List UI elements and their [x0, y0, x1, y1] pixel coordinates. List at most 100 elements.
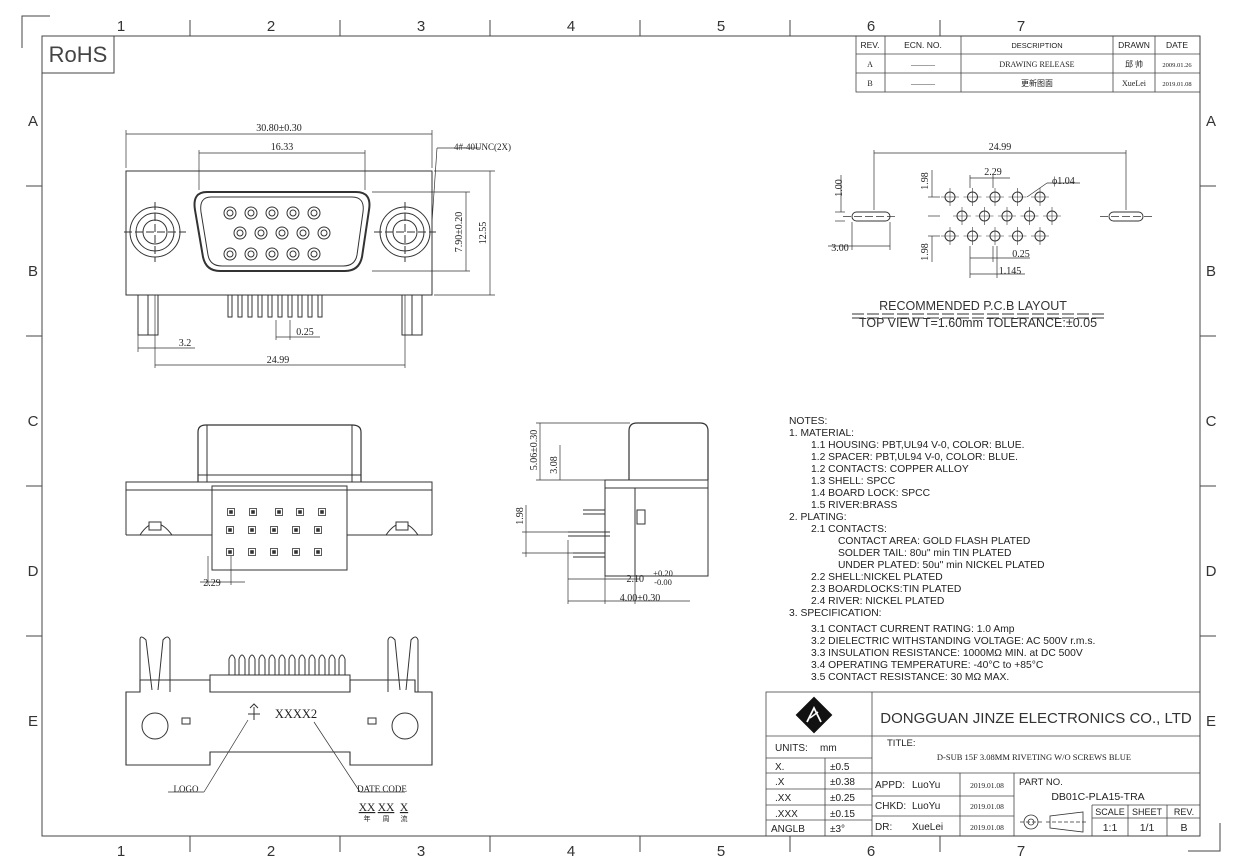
- side-dim-h2: 3.08: [549, 456, 560, 474]
- note-line: 1.5 RIVER:BRASS: [811, 500, 898, 511]
- zone-row-label: D: [28, 563, 39, 580]
- front-pin-array: [223, 206, 331, 261]
- side-flange: [604, 479, 709, 489]
- bottom-hole-left: [141, 712, 169, 740]
- bottom-solder-tails: [228, 654, 346, 675]
- company-logo-icon: [795, 696, 833, 734]
- side-dim-tail: 2.10: [627, 574, 645, 585]
- side-dim-tail-minus: -0.00: [654, 577, 672, 587]
- units-label: UNITS:: [775, 743, 808, 754]
- front-pin: [223, 247, 237, 261]
- note-line: 3.5 CONTACT RESISTANCE: 30 MΩ MAX.: [811, 672, 1009, 683]
- dr-date: 2019.01.08: [970, 823, 1004, 832]
- side-dim-h1: 5.06±0.30: [529, 430, 540, 471]
- front-pin-core: [257, 229, 265, 237]
- top-flange: [125, 481, 433, 491]
- rev-cell: 更新图面: [1021, 78, 1053, 88]
- side-view: [522, 422, 709, 604]
- front-pin: [223, 206, 237, 220]
- pcb-slot-right: [1108, 211, 1144, 222]
- sheet-label: SHEET: [1132, 807, 1163, 817]
- top-pin: [296, 508, 304, 516]
- note-line: 2.4 RIVER: NICKEL PLATED: [811, 596, 944, 607]
- rev-header: ECN. NO.: [904, 40, 942, 50]
- front-pin-core: [268, 209, 276, 217]
- pcb-dim-offset: 0.25: [1012, 249, 1030, 260]
- front-solder-tail: [307, 294, 313, 318]
- front-pin: [317, 226, 331, 240]
- pcb-dim-pitch: 2.29: [984, 167, 1002, 178]
- zone-row-label: C: [28, 413, 39, 430]
- note-line: CONTACT AREA: GOLD FLASH PLATED: [838, 536, 1030, 547]
- note-line: 3.2 DIELECTRIC WITHSTANDING VOLTAGE: AC …: [811, 636, 1095, 647]
- note-line: 1.3 SHELL: SPCC: [811, 476, 896, 487]
- front-pin: [307, 247, 321, 261]
- pcb-hole-array: [941, 188, 1061, 245]
- bottom-solder-tail: [328, 654, 336, 675]
- bottom-solder-tail: [248, 654, 256, 675]
- note-line: 2.2 SHELL:NICKEL PLATED: [811, 572, 943, 583]
- drawing-title: D-SUB 15F 3.08MM RIVETING W/O SCREWS BLU…: [937, 752, 1131, 762]
- front-solder-tail: [267, 294, 273, 318]
- top-shell-hood: [197, 424, 362, 482]
- zone-ticks: [26, 20, 1216, 852]
- top-pin-core: [229, 510, 233, 514]
- bottom-solder-tail: [268, 654, 276, 675]
- zone-col-label: 1: [117, 843, 125, 860]
- pcb-dim-span: 24.99: [989, 142, 1012, 153]
- zone-labels: 1 2 3 4 5 6 7 1 2 3 4 5 6 7 A B C D E A …: [28, 18, 1217, 860]
- note-line: 1.4 BOARD LOCK: SPCC: [811, 488, 931, 499]
- top-pin-core: [272, 528, 276, 532]
- pcb-layout-caption: RECOMMENDED P.C.B LAYOUT TOP VIEW T=1.60…: [859, 299, 1097, 330]
- units-value: mm: [820, 743, 837, 754]
- dim-thread: 4#-40UNC(2X): [454, 142, 511, 152]
- top-pin: [292, 548, 300, 556]
- rev-header: DRAWN: [1118, 40, 1150, 50]
- date-code-part: XX: [359, 802, 376, 814]
- logo-label: LOGO: [174, 784, 199, 794]
- date-code-label: DATE CODE: [357, 784, 407, 794]
- rev-value: B: [1180, 822, 1187, 834]
- front-solder-tail: [227, 294, 233, 318]
- front-pin-core: [289, 250, 297, 258]
- top-pin-core: [228, 528, 232, 532]
- bottom-solder-tail: [258, 654, 266, 675]
- note-line: UNDER PLATED: 50u" min NICKEL PLATED: [838, 560, 1045, 571]
- tol-key: .XX: [775, 793, 791, 804]
- zone-col-label: 4: [567, 18, 575, 35]
- top-pin: [248, 526, 256, 534]
- front-pin: [244, 206, 258, 220]
- date-code-sub: 流: [401, 814, 408, 823]
- top-pin-core: [298, 510, 302, 514]
- zone-row-label: E: [28, 713, 38, 730]
- front-view-dims: 30.80±0.30 16.33 4#-40UNC(2X) 7.90±0.20 …: [179, 123, 511, 366]
- front-pin-core: [247, 209, 255, 217]
- bottom-solder-tail: [338, 654, 346, 675]
- front-view: [124, 130, 495, 368]
- pcb-dim-slot-w: 3.00: [831, 243, 849, 254]
- front-pin: [275, 226, 289, 240]
- bottom-solder-tail: [238, 654, 246, 675]
- zone-col-label: 1: [117, 18, 125, 35]
- top-pin-core: [316, 528, 320, 532]
- date-code-part: XX: [378, 802, 395, 814]
- front-pin-core: [236, 229, 244, 237]
- pcb-dim-row-bottom: 1.98: [920, 243, 931, 261]
- front-pin: [286, 206, 300, 220]
- bottom-solder-tail: [228, 654, 236, 675]
- company-name: DONGGUAN JINZE ELECTRONICS CO., LTD: [880, 710, 1192, 727]
- rev-cell: A: [867, 60, 873, 69]
- pcb-layout: [828, 150, 1152, 319]
- projection-symbol-icon: [1020, 811, 1088, 833]
- tol-key: .XXX: [775, 809, 798, 820]
- dim-height-outer: 12.55: [478, 222, 489, 245]
- title-label: TITLE:: [887, 738, 916, 749]
- top-pin: [314, 548, 322, 556]
- side-hood: [628, 422, 709, 480]
- front-pin-core: [226, 250, 234, 258]
- part-no-label: PART NO.: [1019, 777, 1063, 788]
- front-solder-tail: [287, 294, 293, 318]
- note-line: 1. MATERIAL:: [789, 428, 854, 439]
- rev-cell: ———: [910, 60, 936, 69]
